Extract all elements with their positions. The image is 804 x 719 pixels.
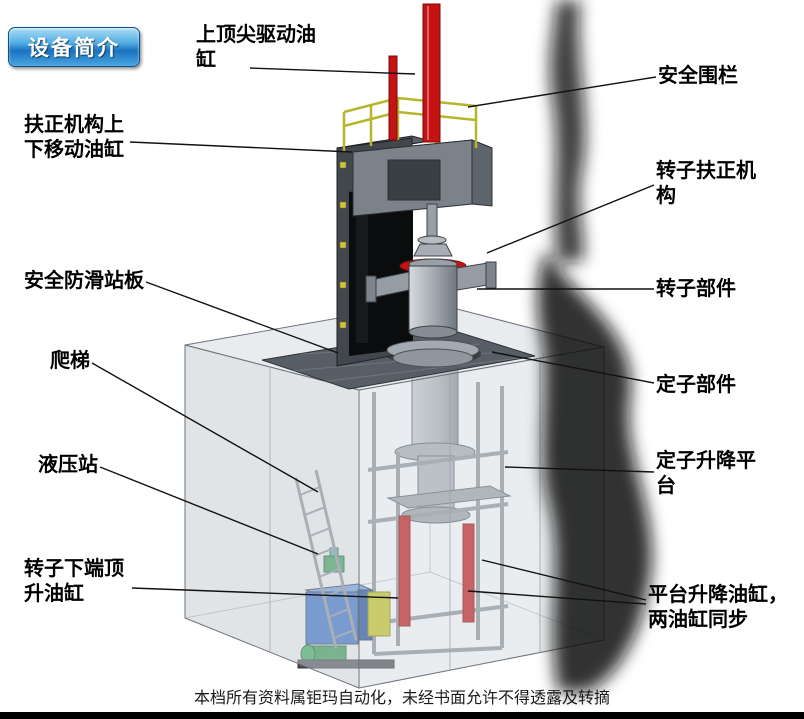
leader-hydraulic xyxy=(99,466,319,555)
label-rotor-centering-mechanism: 转子扶正机构 xyxy=(656,158,756,207)
top-cylinder-red xyxy=(388,3,441,143)
leader-safety-fence xyxy=(467,76,657,108)
label-rotor-bottom-jack-cylinder: 转子下端顶升油缸 xyxy=(24,556,124,605)
label-rotor-component: 转子部件 xyxy=(656,276,736,300)
lift-platform-plate xyxy=(386,485,512,509)
confidentiality-caption: 本档所有资料属钜玛自动化，未经书面允许不得透露及转摘 xyxy=(193,690,610,707)
leader-centering xyxy=(129,141,353,153)
leader-platform-lift-1 xyxy=(481,559,647,601)
leader-rotor-centering xyxy=(486,184,655,254)
leader-stator-lift xyxy=(504,466,655,473)
enclosure-box xyxy=(184,301,605,689)
leader-platform-lift-2 xyxy=(467,590,647,605)
label-stator-component: 定子部件 xyxy=(656,372,736,396)
title-badge: 设备简介 xyxy=(8,27,140,67)
bottom-border-bar xyxy=(0,712,804,719)
label-top-spindle-cylinder: 上顶尖驱动油缸 xyxy=(196,22,316,71)
leader-lines xyxy=(91,67,657,605)
label-ladder: 爬梯 xyxy=(50,348,90,372)
lift-frame xyxy=(367,382,509,656)
label-stator-lift-platform: 定子升降平台 xyxy=(656,448,756,497)
leader-ladder xyxy=(91,362,319,493)
leader-top-spindle xyxy=(249,67,416,75)
label-hydraulic-station: 液压站 xyxy=(38,452,98,476)
leader-anti-slip xyxy=(145,281,339,354)
label-anti-slip-platform: 安全防滑站板 xyxy=(24,268,144,292)
label-safety-fence: 安全围栏 xyxy=(658,63,738,87)
leader-rotor-jack xyxy=(131,587,399,599)
rotor-assembly xyxy=(365,203,497,368)
label-centering-updown-cylinder: 扶正机构上下移动油缸 xyxy=(24,112,124,161)
leader-stator-component xyxy=(491,351,655,384)
shadow-smear xyxy=(537,0,653,692)
label-platform-lift-cylinders: 平台升降油缸，两油缸同步 xyxy=(648,582,788,631)
lift-cylinders-red xyxy=(398,515,475,627)
head-assembly xyxy=(352,139,493,217)
